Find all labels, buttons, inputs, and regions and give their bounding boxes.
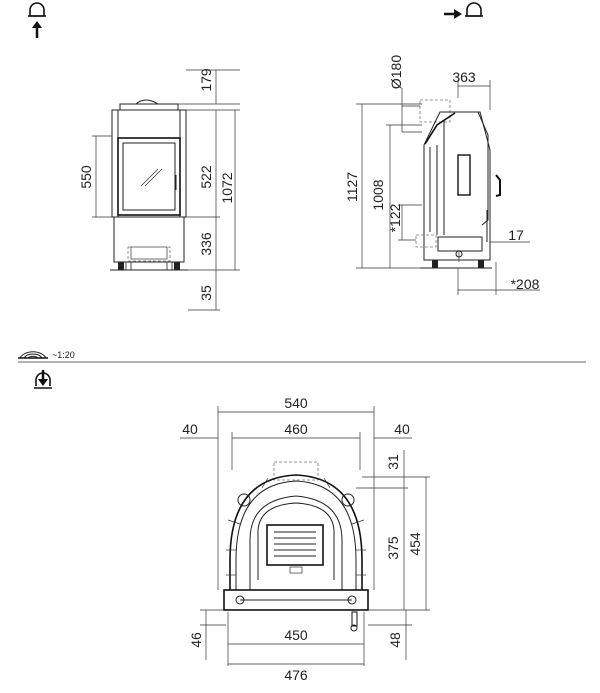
dim-plan-outer-depth: 454 [407, 532, 423, 556]
side-view [356, 80, 540, 295]
down-arrow-house-icon [34, 370, 52, 389]
dim-front-base: 336 [198, 232, 214, 256]
dim-side-flue-diameter: Ø180 [388, 55, 404, 89]
dim-front-top: 179 [198, 68, 214, 92]
plan-view [180, 406, 430, 666]
dim-side-air-inlet: *122 [387, 203, 403, 232]
dim-plan-left-base: 46 [188, 632, 204, 648]
dim-plan-bottom-width: 476 [284, 667, 308, 683]
dim-plan-outer-width: 540 [284, 395, 308, 411]
scale-arch-icon [18, 351, 48, 359]
dim-plan-base-width: 450 [284, 627, 308, 643]
dim-plan-right-margin: 40 [394, 421, 410, 437]
dim-side-clearance: *208 [511, 276, 540, 292]
scale-label: ~1:20 [52, 350, 75, 360]
front-view [92, 69, 240, 311]
hood-up-arrow-icon [28, 2, 46, 38]
dim-plan-right-base: 48 [387, 632, 403, 648]
dim-plan-top-offset: 31 [385, 454, 401, 470]
dim-side-connection-height: 1008 [370, 179, 386, 210]
dim-side-depth: 363 [452, 69, 476, 85]
dim-front-firebox: 522 [198, 165, 214, 189]
dim-front-door-height: 550 [78, 165, 94, 189]
dim-plan-inner-depth: 375 [385, 536, 401, 560]
arrow-right-hood-icon [444, 2, 483, 19]
dim-front-foot: 35 [198, 285, 214, 301]
dim-front-total-height: 1072 [219, 172, 235, 203]
dim-side-total-height: 1127 [344, 172, 360, 202]
dim-plan-left-margin: 40 [182, 421, 198, 437]
dim-plan-inner-width: 460 [284, 421, 308, 437]
dim-side-door-offset: 17 [508, 227, 524, 243]
